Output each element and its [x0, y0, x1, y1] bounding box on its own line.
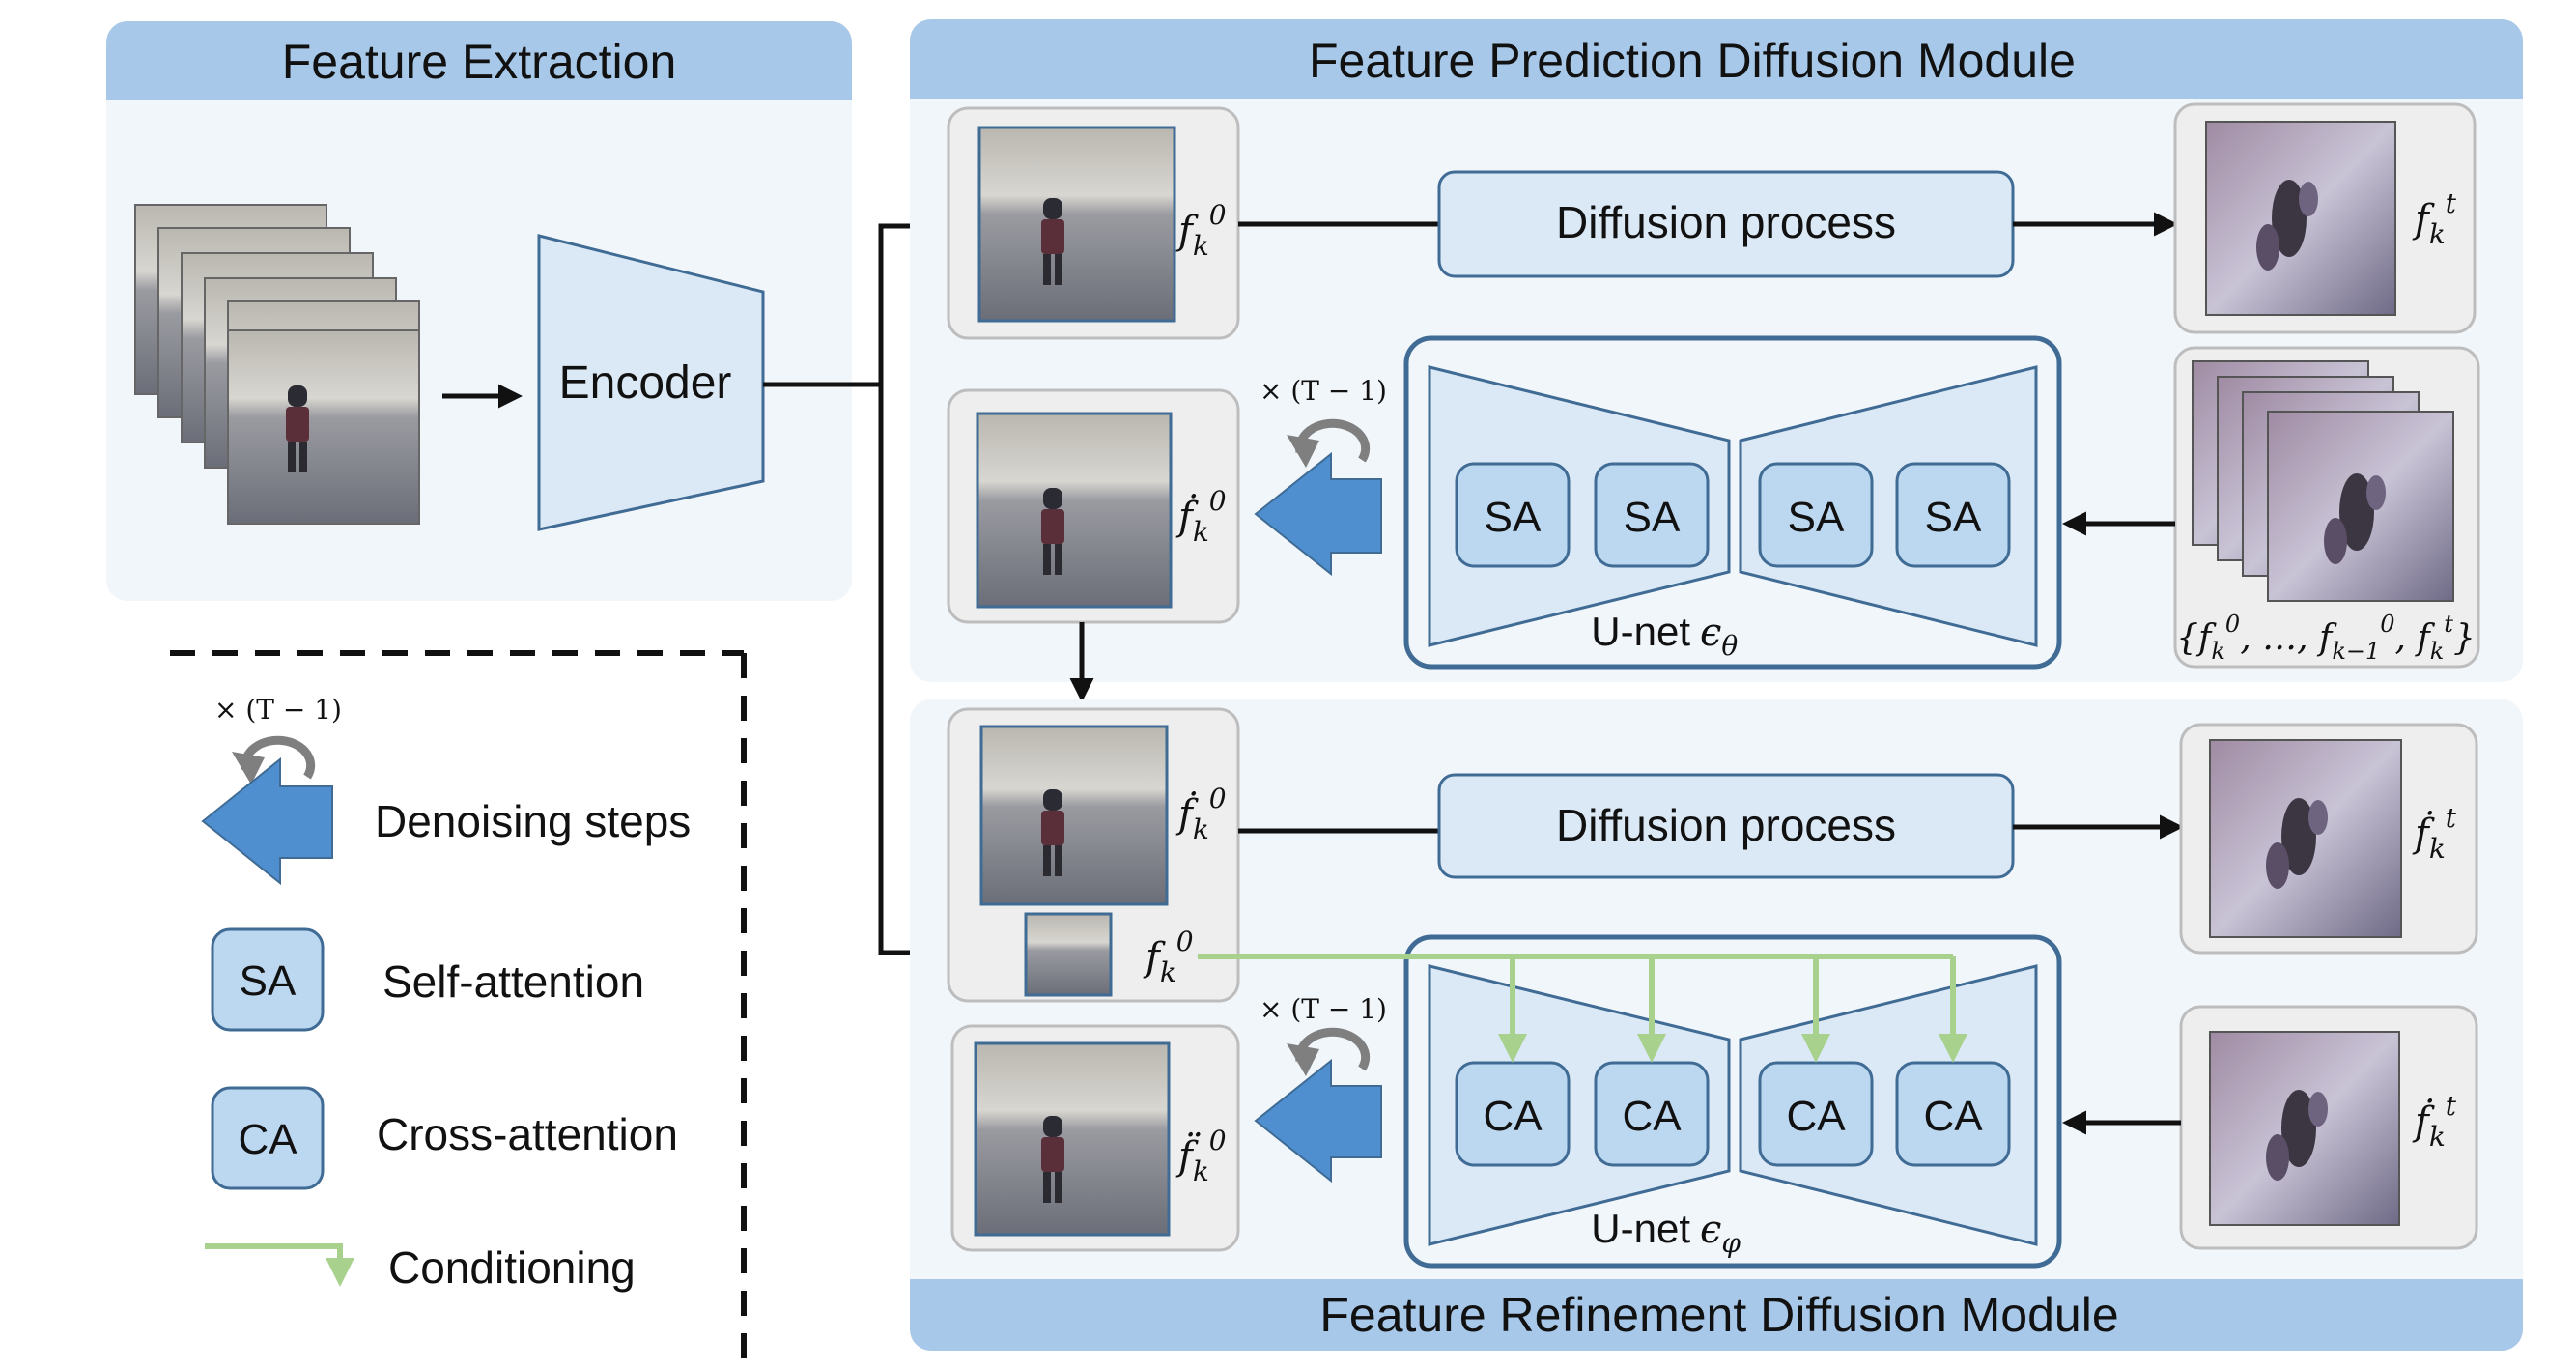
feature-refinement-title: Feature Refinement Diffusion Module [1319, 1288, 2118, 1342]
legend-sa-box [211, 927, 325, 1032]
sa-block-2 [1594, 462, 1710, 568]
refinement-unet: CA CA CA CA U-net ϵφ [1403, 934, 2062, 1269]
conditioning-lines [1198, 954, 1967, 1063]
refinement-denoise-arrow: × (T − 1) [1254, 993, 1387, 1184]
prediction-input-card: fk0 [947, 106, 1240, 340]
feature-prediction-title: Feature Prediction Diffusion Module [1309, 34, 2076, 88]
prediction-output-card: ḟk0 [947, 388, 1240, 624]
prediction-repeat-label: × (T − 1) [1260, 375, 1387, 407]
prediction-diffusion-label: Diffusion process [1556, 197, 1896, 247]
refinement-unet-symbol: ϵφ [1700, 1208, 1741, 1259]
legend-sa-box-label: SA [240, 957, 297, 1005]
prediction-condition-set-card: {fk0, …, fk−10, fkt} [2173, 346, 2480, 669]
legend-ca-box-label: CA [238, 1116, 297, 1163]
ca-block-1-label: CA [1483, 1093, 1543, 1140]
refinement-noisy-input-card: ḟkt [2179, 1005, 2478, 1250]
input-video-frames [134, 204, 420, 525]
refinement-unet-label: U-net [1591, 1206, 1690, 1251]
prediction-unet: SA SA SA SA U-net ϵθ [1403, 335, 2062, 670]
legend-ca-label: Cross-attention [377, 1109, 678, 1159]
sa-block-4-label: SA [1925, 494, 1982, 541]
sa-block-2-label: SA [1624, 494, 1681, 541]
legend-conditioning-icon [205, 1243, 354, 1287]
ca-block-4-label: CA [1923, 1093, 1983, 1140]
sa-block-3-label: SA [1788, 494, 1845, 541]
ca-block-1 [1455, 1061, 1571, 1167]
prediction-diffusion-process: Diffusion process [1437, 170, 2015, 278]
ca-block-2 [1594, 1061, 1710, 1167]
legend-denoising-label: Denoising steps [375, 796, 691, 846]
legend-denoise-icon [201, 735, 333, 886]
prediction-denoise-arrow: × (T − 1) [1254, 375, 1387, 577]
prediction-unet-symbol: ϵθ [1700, 611, 1738, 662]
refinement-diffusion-process: Diffusion process [1437, 773, 2015, 879]
sa-block-1-label: SA [1485, 494, 1542, 541]
prediction-noisy-card: fkt [2173, 102, 2477, 334]
refinement-repeat-label: × (T − 1) [1260, 993, 1387, 1025]
encoder-block: Encoder [537, 234, 765, 531]
ca-block-4 [1895, 1061, 2011, 1167]
ca-block-2-label: CA [1622, 1093, 1682, 1140]
legend: × (T − 1) Denoising steps SA Self-attent… [170, 650, 747, 1362]
refinement-input-card: ḟk0 fk0 [947, 707, 1240, 1003]
legend-sa-label: Self-attention [382, 956, 644, 1007]
refinement-diffusion-label: Diffusion process [1556, 800, 1896, 850]
prediction-condition-set-label: {fk0, …, fk−10, fkt} [2176, 611, 2476, 665]
encoder-label: Encoder [559, 357, 732, 409]
refinement-noisy-card: ḟkt [2179, 723, 2478, 955]
sa-block-3 [1758, 462, 1874, 568]
prediction-unet-label: U-net [1591, 609, 1690, 654]
feature-extraction-title: Feature Extraction [282, 35, 677, 89]
ca-block-3-label: CA [1786, 1093, 1846, 1140]
legend-conditioning-label: Conditioning [388, 1242, 636, 1293]
legend-ca-box [211, 1086, 325, 1190]
ca-block-3 [1758, 1061, 1874, 1167]
legend-repeat-label: × (T − 1) [214, 694, 342, 726]
sa-block-4 [1895, 462, 2011, 568]
refinement-output-card: f̈k0 [950, 1024, 1240, 1252]
sa-block-1 [1455, 462, 1571, 568]
